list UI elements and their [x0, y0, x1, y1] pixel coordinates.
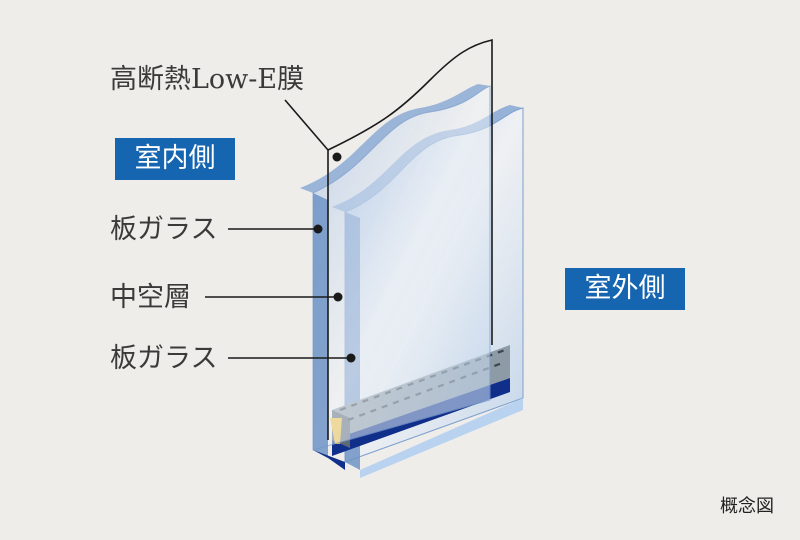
concept-note: 概念図: [720, 496, 774, 517]
leader-lines: [205, 38, 493, 440]
glass-back-label: 板ガラス: [110, 343, 218, 374]
glass-front-label: 板ガラス: [110, 214, 218, 245]
outdoor-badge: 室外側: [565, 268, 685, 310]
leader-dots: [313, 152, 356, 363]
low-e-label: 高断熱Low-E膜: [110, 64, 305, 95]
indoor-badge: 室内側: [115, 138, 235, 180]
air-layer-label: 中空層: [110, 282, 191, 313]
front-glass-pane: [300, 84, 491, 470]
